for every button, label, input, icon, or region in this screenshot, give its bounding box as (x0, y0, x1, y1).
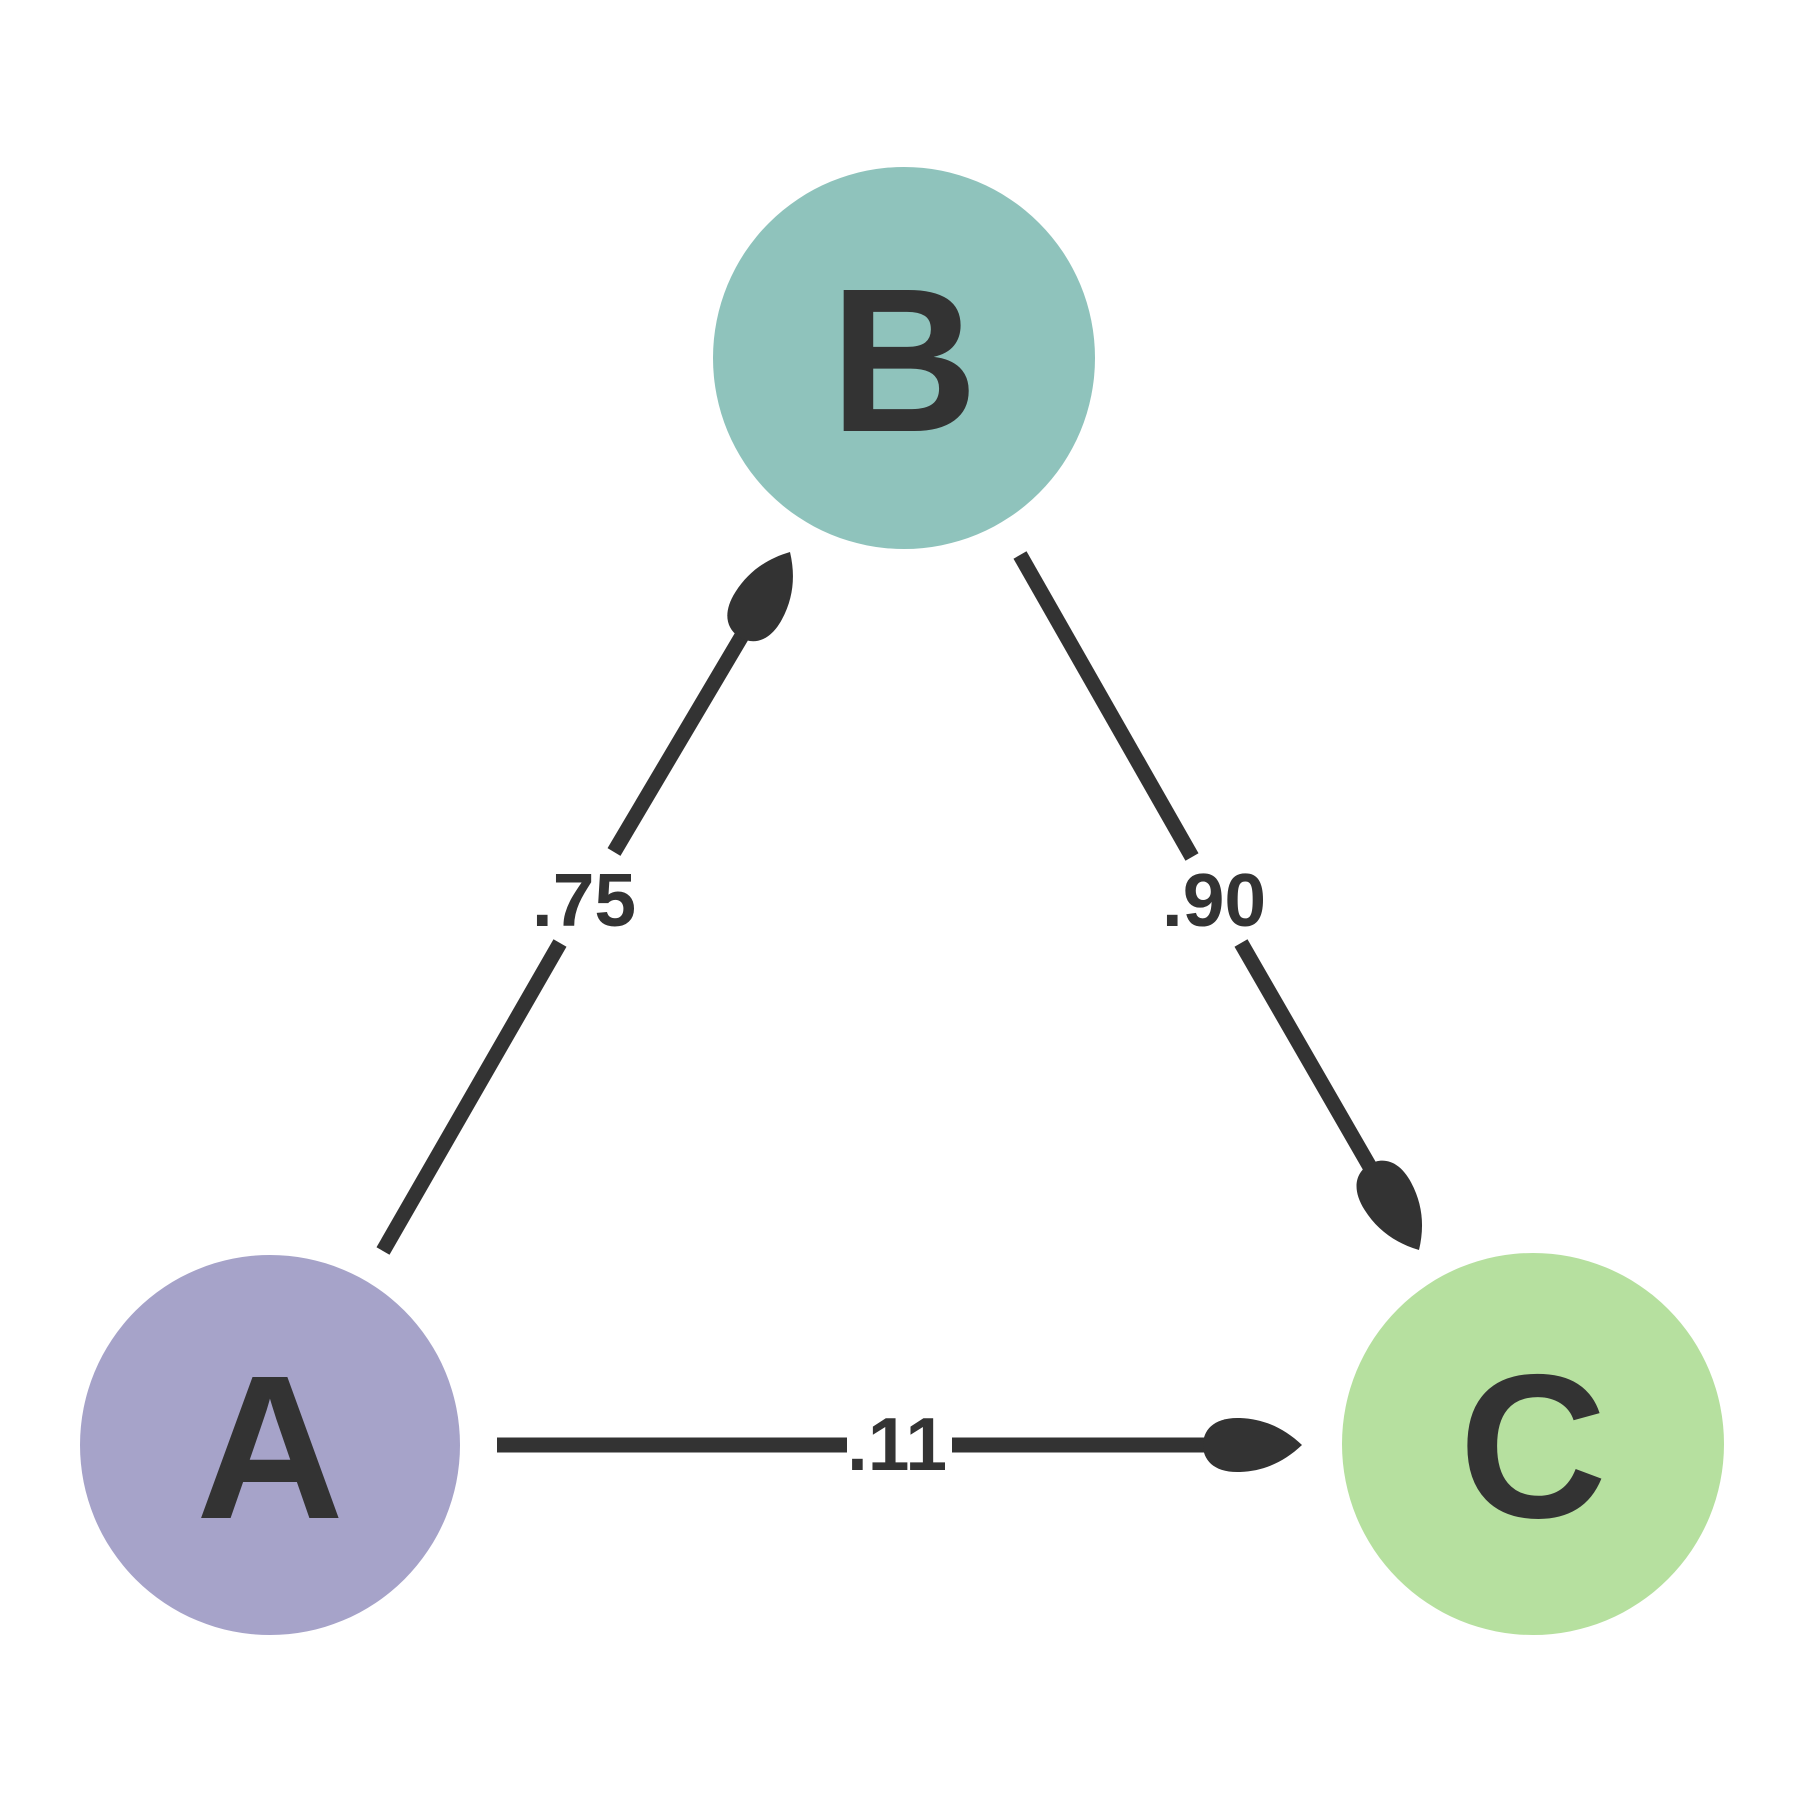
edge-a-c: .11 (497, 1402, 1302, 1486)
edge-b-c-line-upper (1013, 551, 1199, 861)
edge-b-c-line-lower (1234, 939, 1377, 1171)
edge-a-c-weight-label: .11 (847, 1402, 947, 1486)
edge-a-c-arrowhead-icon (1203, 1417, 1302, 1473)
edge-b-c-arrowhead-icon (1356, 1160, 1423, 1250)
node-a-circle (80, 1255, 460, 1635)
edge-a-b-line-upper (607, 630, 750, 856)
edge-b-c-weight-label: .90 (1162, 858, 1266, 942)
edge-a-b-line-lower (376, 939, 567, 1255)
edge-a-b: .75 (376, 552, 793, 1255)
node-a-label: A (196, 1333, 344, 1562)
node-b-label: B (830, 246, 978, 475)
edge-a-b-arrowhead-icon (727, 552, 793, 642)
edge-a-b-weight-label: .75 (532, 858, 636, 942)
edge-b-c: .90 (1013, 551, 1423, 1250)
node-b-circle (713, 167, 1095, 549)
node-b: B (713, 167, 1095, 549)
node-c: C (1342, 1253, 1724, 1635)
node-a: A (80, 1255, 460, 1635)
node-c-label: C (1459, 1332, 1607, 1561)
node-c-circle (1342, 1253, 1724, 1635)
